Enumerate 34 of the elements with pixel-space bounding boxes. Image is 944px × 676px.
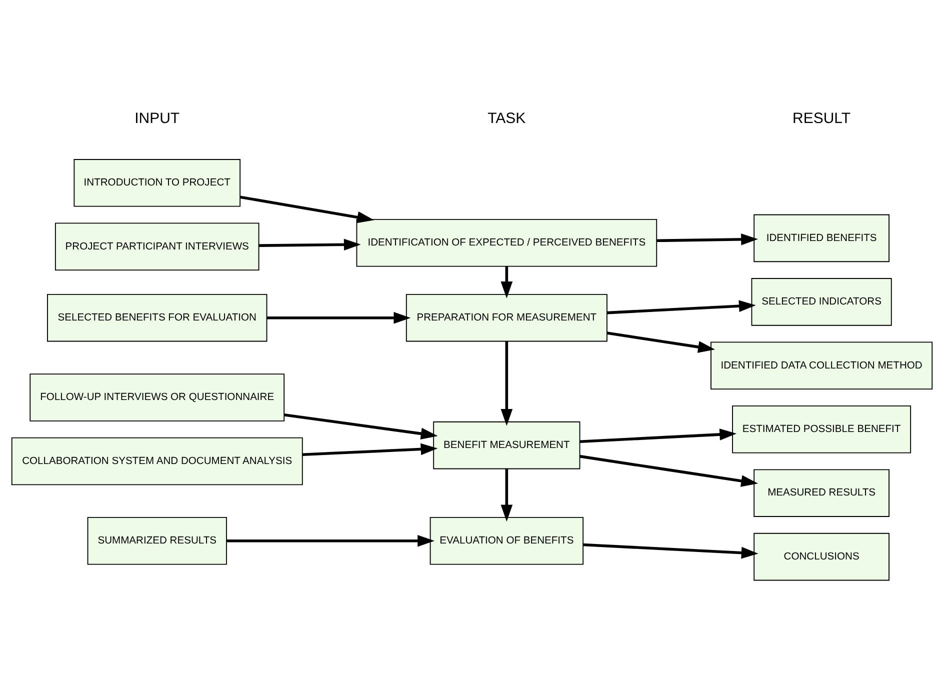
arrow (226, 534, 434, 547)
node-box: PREPARATION FOR MEASUREMENT (406, 294, 608, 342)
node-box: IDENTIFIED BENEFITS (754, 214, 890, 262)
arrow (266, 312, 411, 324)
arrow (656, 233, 758, 246)
label: RESULT (792, 110, 851, 127)
arrow (607, 300, 756, 314)
node-box: INTRODUCTION TO PROJECT (74, 159, 241, 207)
arrow (583, 543, 758, 559)
node-box: SUMMARIZED RESULTS (87, 517, 227, 565)
node-box: SELECTED INDICATORS (751, 278, 892, 326)
arrow (580, 454, 758, 487)
node-box: IDENTIFIED DATA COLLECTION METHOD (710, 342, 933, 390)
node-box: IDENTIFICATION OF EXPECTED / PERCEIVED BENEFITS (356, 218, 658, 267)
arrow (500, 341, 513, 426)
arrow (302, 443, 438, 456)
node-box: CONCLUSIONS (754, 532, 890, 581)
label: INPUT (134, 110, 180, 127)
node-box: SELECTED BENEFITS FOR EVALUATION (47, 294, 268, 342)
arrow (284, 413, 438, 440)
node-box: BENEFIT MEASUREMENT (433, 421, 580, 470)
arrow (500, 468, 513, 522)
arrow (500, 266, 513, 298)
arrow (259, 238, 361, 251)
node-box: PROJECT PARTICIPANT INTERVIEWS (54, 222, 260, 271)
node-box: FOLLOW-UP INTERVIEWS OR QUESTIONNAIRE (30, 374, 285, 422)
arrow (240, 196, 374, 224)
node-box: EVALUATION OF BENEFITS (430, 517, 584, 565)
node-box: MEASURED RESULTS (754, 469, 890, 517)
label: TASK (488, 110, 526, 127)
arrow (606, 332, 716, 353)
node-box: COLLABORATION SYSTEM AND DOCUMENT ANALYSIS (11, 437, 303, 486)
arrow (580, 428, 737, 444)
node-box: ESTIMATED POSSIBLE BENEFIT (732, 405, 912, 454)
